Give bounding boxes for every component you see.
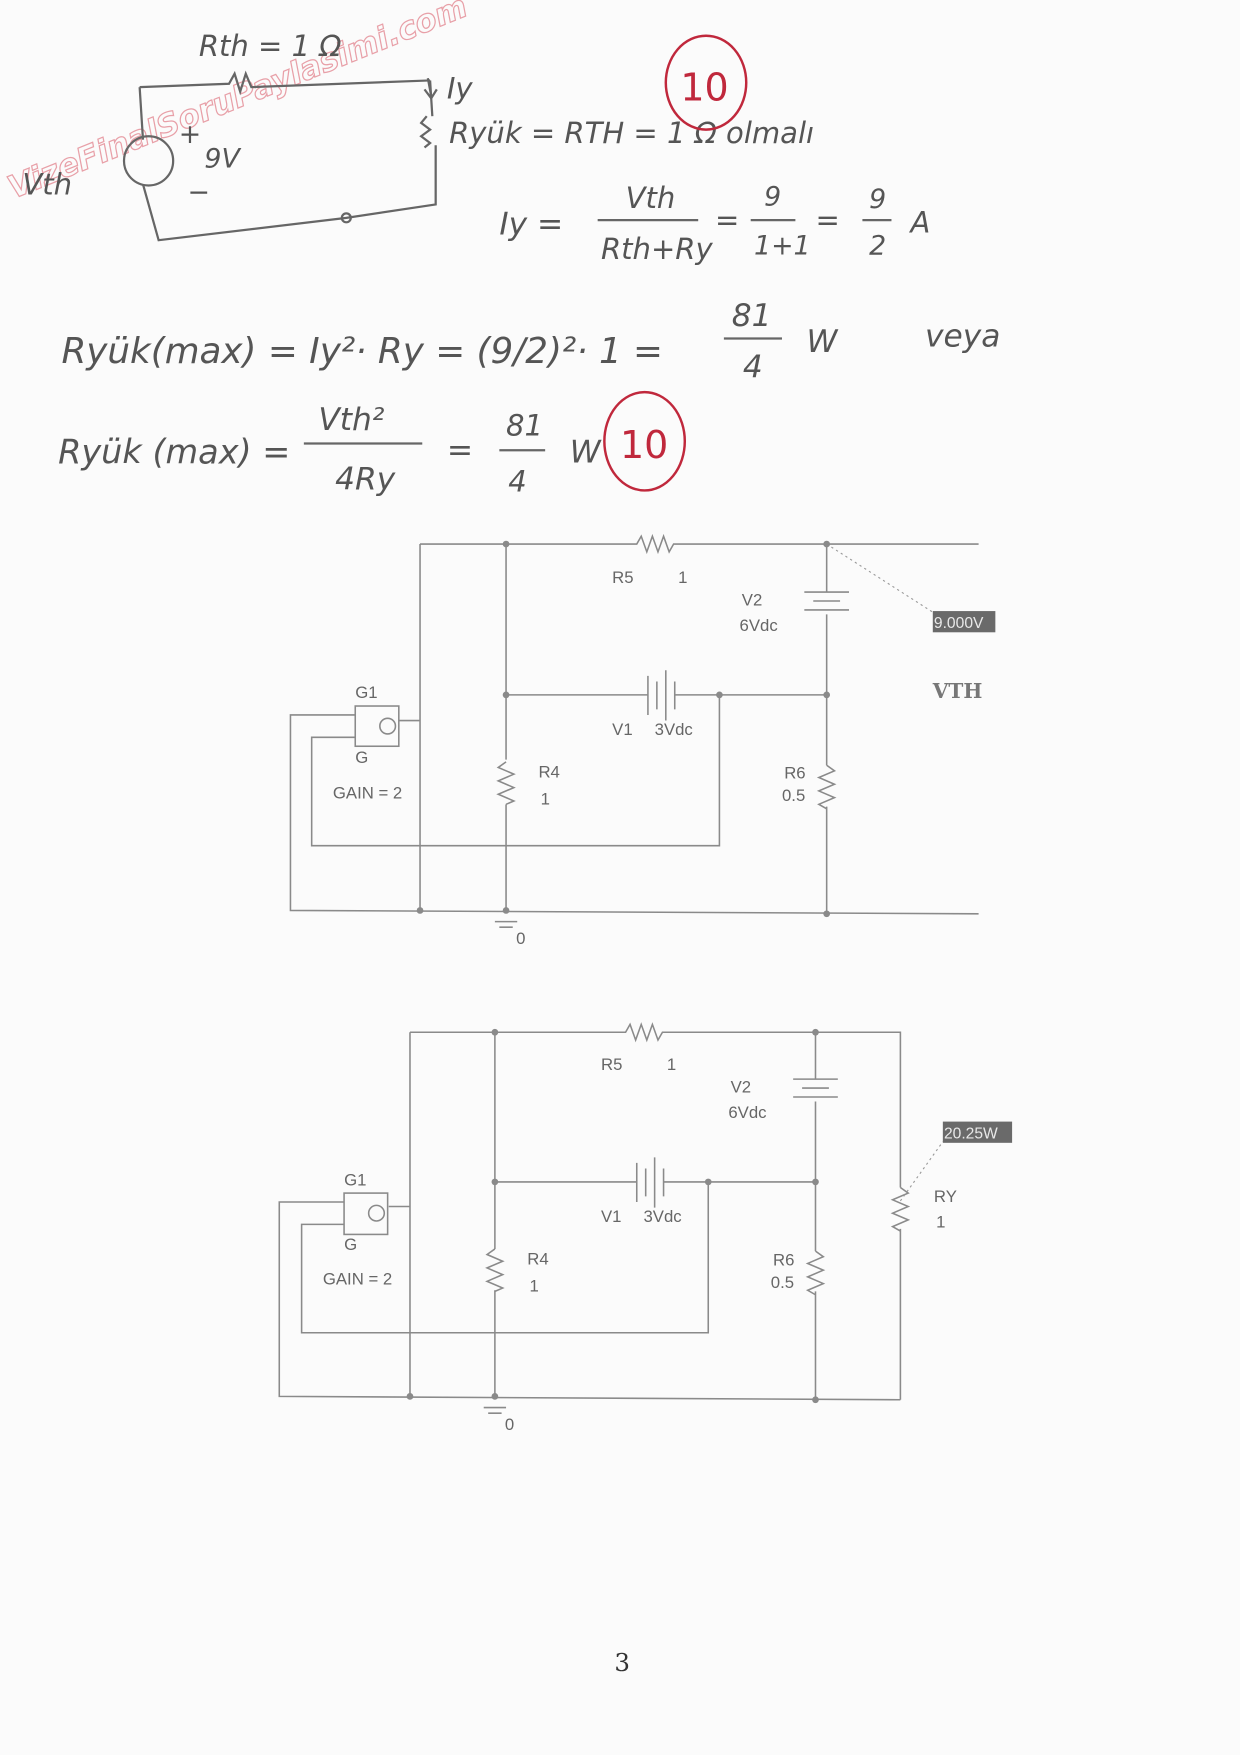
p2-lhs: Ryük (max) = (58, 433, 290, 472)
p2-numerator-2: 81 (506, 409, 543, 443)
r6-value: 0.5 (782, 786, 805, 805)
grade-mark-1: 10 (664, 34, 748, 131)
grade-mark-2: 10 (603, 390, 687, 492)
g-label: G (344, 1235, 357, 1254)
vth-label: Vth (22, 167, 72, 201)
r4-value: 1 (541, 789, 550, 808)
grade-value: 10 (620, 423, 668, 467)
g1-source (354, 705, 400, 748)
v1-value: 3Vdc (643, 1207, 681, 1226)
r5-label: R5 (612, 568, 633, 587)
current-arrow-icon (423, 77, 438, 101)
v2-label: V2 (731, 1078, 752, 1097)
g1-source (343, 1192, 389, 1236)
equals: = (815, 203, 839, 237)
iy-denominator-3: 2 (869, 231, 886, 262)
r6-label: R6 (773, 1251, 794, 1270)
power-probe-marker (942, 1121, 1013, 1143)
terminal-sketch (340, 212, 352, 224)
p2-unit: W (570, 434, 602, 470)
p2-denominator-2: 4 (508, 465, 526, 499)
iy-label: Iy (447, 71, 474, 105)
r4-value: 1 (530, 1276, 539, 1295)
gain-label: GAIN = 2 (323, 1270, 392, 1289)
v1-value: 3Vdc (655, 720, 693, 739)
r5-label: R5 (601, 1055, 622, 1074)
grade-value: 10 (680, 66, 728, 110)
p2-denominator: 4Ry (335, 461, 396, 497)
iy-denominator-2: 1+1 (754, 231, 811, 262)
v2-label: V2 (742, 590, 763, 609)
iy-equation: Iy = Vth Rth+Ry = 9 1+1 = 9 2 A (499, 181, 930, 266)
vth-caption: VTH (932, 679, 983, 703)
equals: = (715, 203, 739, 237)
ryuk-equation: Ryük = RTH = 1 Ω olmalı (449, 116, 814, 150)
ground-label: 0 (516, 929, 525, 948)
unit-ampere: A (908, 205, 930, 239)
r6-value: 0.5 (771, 1273, 794, 1292)
ry-value: 1 (936, 1213, 945, 1232)
schematic-power: R5 1 V2 6Vdc V1 3Vdc R4 1 R6 0.5 RY 1 G1… (278, 1022, 1013, 1434)
r4-resistor (485, 1248, 505, 1293)
ground-label: 0 (505, 1415, 514, 1434)
p1-numerator: 81 (732, 298, 772, 334)
equals: = (447, 432, 473, 468)
r4-label: R4 (527, 1250, 548, 1269)
g-label: G (355, 748, 368, 767)
iy-numerator-2: 9 (764, 182, 781, 213)
iy-numerator: Vth (626, 181, 676, 215)
voltage-source-sketch (122, 135, 175, 187)
voltage-probe-marker (932, 611, 996, 633)
v1-label: V1 (612, 720, 633, 739)
voltage-probe-value: 9.000V (934, 615, 984, 632)
veya-text: veya (925, 318, 1000, 354)
v2-value: 6Vdc (740, 616, 778, 635)
g1-label: G1 (355, 683, 377, 702)
r6-resistor (805, 1250, 826, 1296)
power-probe-value: 20.25W (944, 1125, 998, 1142)
iy-numerator-3: 9 (869, 184, 886, 215)
v2-value: 6Vdc (728, 1103, 766, 1122)
plus-sign: + (179, 119, 201, 150)
iy-lhs: Iy = (499, 207, 563, 243)
v1-label: V1 (601, 1207, 622, 1226)
power-equation-1: Ryük(max) = Iy²· Ry = (9/2)²· 1 = 81 4 W… (61, 298, 1000, 385)
thevenin-sketch: Rth = 1 Ω Iy Ryük = RTH = 1 Ω olmalı Vth… (22, 29, 814, 242)
ryuk-resistor-sketch (419, 115, 432, 149)
minus-sign: − (188, 177, 210, 208)
ry-label: RY (934, 1187, 957, 1206)
r5-value: 1 (678, 568, 687, 587)
r6-label: R6 (784, 764, 805, 783)
rth-resistor-sketch (139, 70, 431, 96)
r4-label: R4 (538, 763, 559, 782)
source-value: 9V (204, 144, 241, 175)
p1-unit: W (807, 324, 839, 360)
ry-resistor (890, 1186, 911, 1232)
gain-label: GAIN = 2 (333, 784, 402, 803)
g1-label: G1 (344, 1170, 366, 1189)
p1-denominator: 4 (743, 350, 763, 386)
schematic-vth: R5 1 V2 6Vdc V1 3Vdc R4 1 R6 0.5 G1 G GA… (289, 533, 996, 948)
power-equation-2: Ryük (max) = Vth² 4Ry = 81 4 W (58, 402, 602, 498)
page-number: 3 (614, 1648, 630, 1677)
p2-numerator: Vth² (318, 402, 384, 438)
iy-denominator: Rth+Ry (601, 232, 713, 266)
r6-resistor (816, 764, 837, 810)
p1-lhs: Ryük(max) = Iy²· Ry = (9/2)²· 1 = (61, 331, 663, 372)
r4-resistor (496, 761, 516, 806)
rth-label: Rth = 1 Ω (199, 29, 342, 63)
r5-value: 1 (667, 1055, 676, 1074)
